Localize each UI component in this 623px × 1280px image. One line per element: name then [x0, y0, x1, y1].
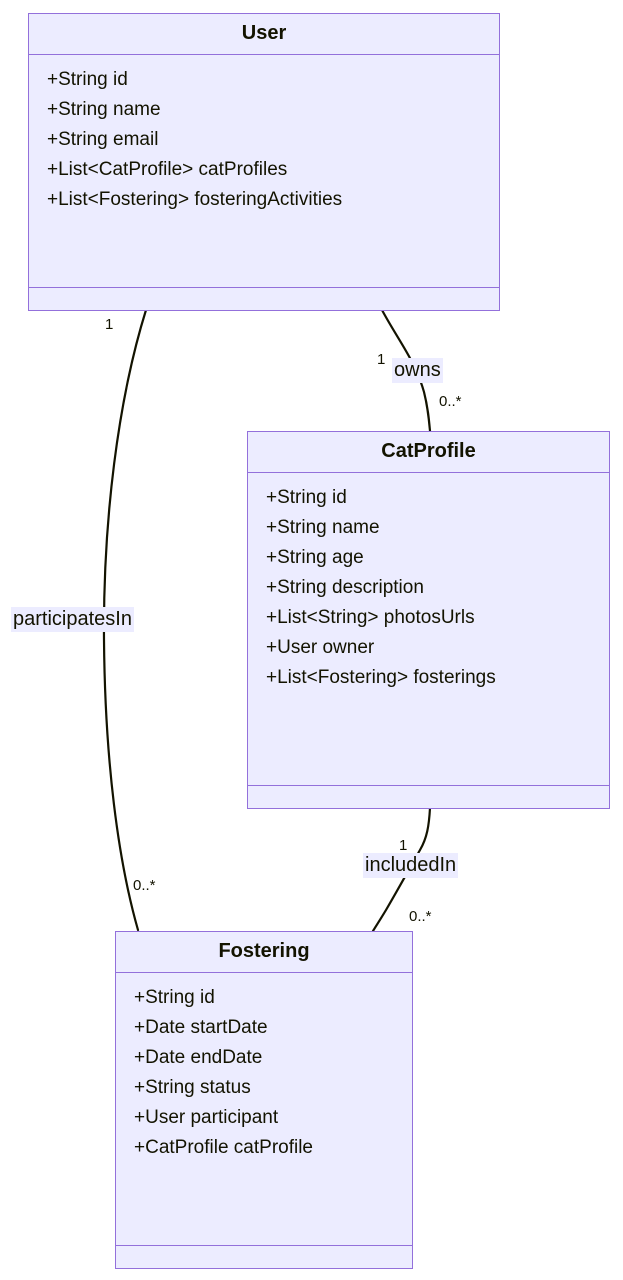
attribute-row: +Date startDate	[134, 1016, 268, 1038]
attribute-row: +String age	[266, 546, 364, 568]
edge-owns	[380, 308, 432, 433]
attribute-row: +Date endDate	[134, 1046, 263, 1068]
attribute-row: +List<Fostering> fosteringActivities	[47, 188, 343, 210]
edge-multiplicity-included-in-source: 1	[399, 837, 408, 854]
attribute-row: +User participant	[134, 1106, 279, 1128]
edge-label-participates-in: participatesIn	[11, 607, 134, 632]
attribute-row: +CatProfile catProfile	[134, 1136, 313, 1158]
class-title-user: User	[29, 14, 499, 55]
edge-label-included-in: includedIn	[363, 853, 459, 878]
attribute-row: +String description	[266, 576, 424, 598]
class-title-fostering: Fostering	[116, 932, 412, 973]
edge-multiplicity-participates-in-target: 0..*	[133, 877, 156, 894]
attribute-row: +String name	[266, 516, 380, 538]
edge-label-owns: owns	[392, 358, 443, 383]
class-methods-catprofile	[248, 786, 609, 808]
class-methods-user	[29, 288, 499, 310]
class-attributes-catprofile: +String id +String name +String age +Str…	[248, 473, 609, 786]
class-title-catprofile: CatProfile	[248, 432, 609, 473]
attribute-row: +String id	[134, 986, 215, 1008]
attribute-row: +String status	[134, 1076, 251, 1098]
class-box-fostering[interactable]: Fostering +String id +Date startDate +Da…	[115, 931, 413, 1269]
edge-multiplicity-owns-target: 0..*	[439, 393, 462, 410]
attribute-row: +List<CatProfile> catProfiles	[47, 158, 288, 180]
attribute-row: +String email	[47, 128, 159, 150]
edge-multiplicity-included-in-target: 0..*	[409, 908, 432, 925]
class-box-user[interactable]: User +String id +String name +String ema…	[28, 13, 500, 311]
attribute-row: +List<Fostering> fosterings	[266, 666, 496, 688]
attribute-row: +String name	[47, 98, 161, 120]
edge-multiplicity-participates-in-source: 1	[105, 316, 114, 333]
class-attributes-fostering: +String id +Date startDate +Date endDate…	[116, 973, 412, 1246]
attribute-row: +List<String> photosUrls	[266, 606, 475, 628]
attribute-row: +String id	[266, 486, 347, 508]
edge-multiplicity-owns-source: 1	[377, 351, 386, 368]
class-attributes-user: +String id +String name +String email +L…	[29, 55, 499, 288]
attribute-row: +String id	[47, 68, 128, 90]
class-methods-fostering	[116, 1246, 412, 1268]
class-box-catprofile[interactable]: CatProfile +String id +String name +Stri…	[247, 431, 610, 809]
edge-participates-in	[102, 308, 148, 932]
attribute-row: +User owner	[266, 636, 375, 658]
